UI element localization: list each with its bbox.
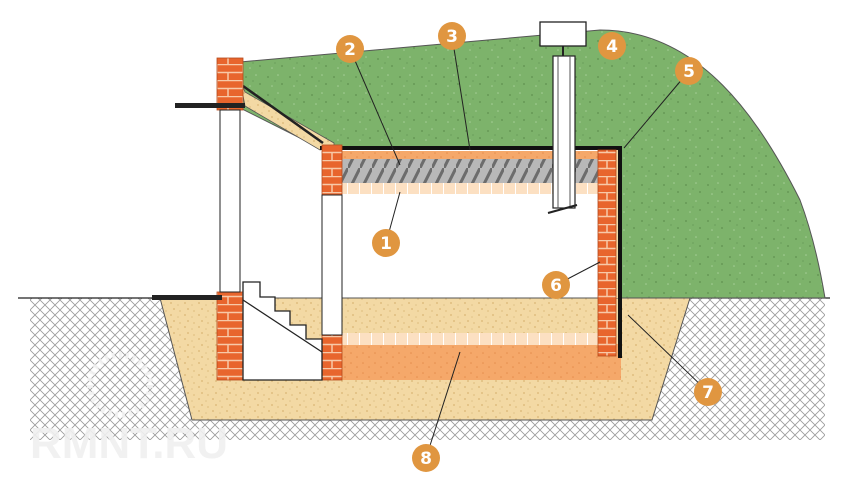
callout-2: 2	[336, 35, 364, 63]
ventilation-pipe	[539, 21, 587, 214]
callouts: 1 2 3 4 5 6 7 8	[336, 22, 722, 472]
callout-badge	[438, 22, 466, 50]
ceiling-lining	[340, 183, 602, 194]
callout-badge	[372, 229, 400, 257]
roof-sand-layer	[340, 151, 602, 159]
brick-pier-left	[321, 334, 343, 381]
callout-badge	[598, 32, 626, 60]
callout-number: 3	[446, 27, 458, 47]
callout-7: 7	[694, 378, 722, 406]
callout-badge	[412, 444, 440, 472]
callout-number: 7	[702, 383, 714, 403]
callout-4: 4	[598, 32, 626, 60]
callout-number: 6	[550, 276, 562, 296]
callout-number: 4	[606, 37, 618, 57]
callout-1: 1	[372, 229, 400, 257]
entrance-threshold	[152, 295, 222, 300]
callout-3: 3	[438, 22, 466, 50]
callout-5: 5	[675, 57, 703, 85]
brick-entrance-top	[216, 57, 244, 111]
brick-entrance-bottom	[216, 291, 244, 381]
callout-badge	[336, 35, 364, 63]
door-panel	[321, 194, 343, 336]
callout-badge	[694, 378, 722, 406]
callout-number: 8	[420, 449, 432, 469]
entrance-canopy	[175, 103, 245, 108]
floor-tiles	[342, 333, 600, 345]
callout-badge	[542, 271, 570, 299]
callout-number: 5	[683, 62, 695, 82]
entrance-wall	[219, 109, 241, 293]
callout-badge	[675, 57, 703, 85]
callout-8: 8	[412, 444, 440, 472]
floor-base	[325, 344, 621, 380]
brick-wall-left	[321, 144, 343, 196]
callout-number: 1	[380, 234, 392, 254]
watermark-text: RMNT.RU	[30, 419, 228, 468]
callout-6: 6	[542, 271, 570, 299]
callout-number: 2	[344, 40, 356, 60]
stairs	[242, 281, 323, 381]
callout-leaders	[349, 35, 709, 459]
watermark: RMNT.RU	[30, 352, 228, 468]
brick-wall-right	[597, 149, 617, 357]
